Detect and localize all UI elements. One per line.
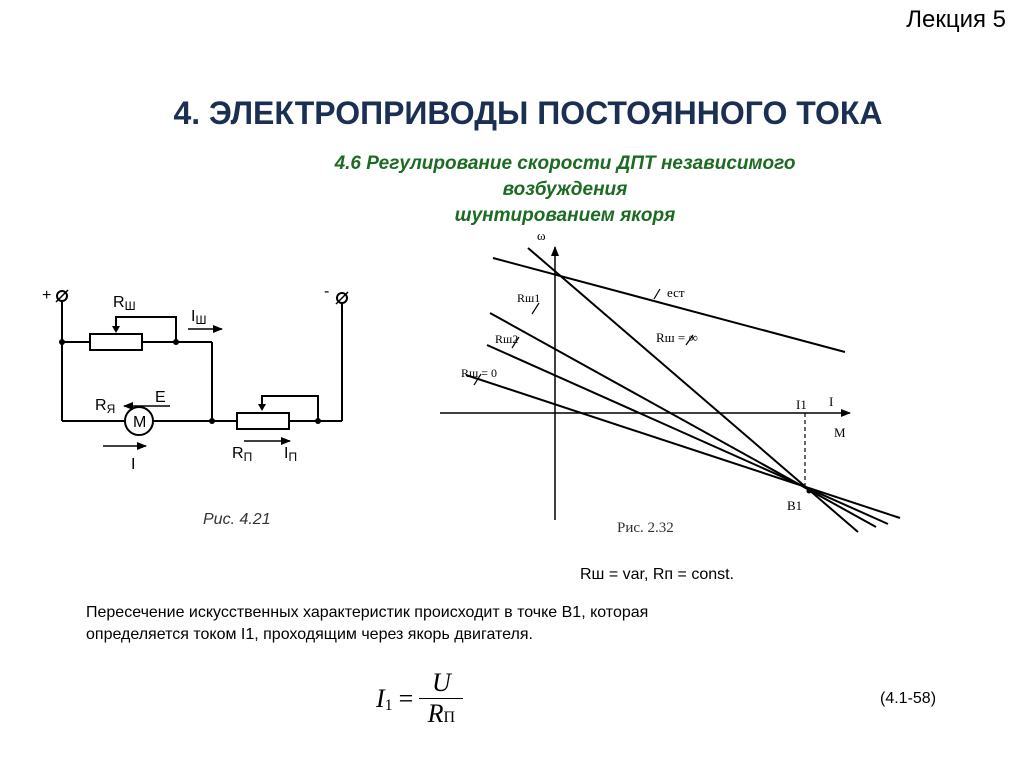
current-label: I [131, 456, 135, 473]
r-anchor-sub: Я [107, 402, 116, 416]
motor-label: M [133, 414, 146, 431]
circuit-caption: Рис. 4.21 [203, 511, 271, 528]
minus-label: - [324, 283, 329, 300]
formula-denominator-sub: П [443, 709, 456, 726]
r-series-sub: П [244, 450, 253, 464]
y-axis-label: ω [537, 228, 546, 243]
svg-text:RШ: RШ [113, 294, 136, 313]
formula: I 1 = U RП [376, 668, 464, 729]
plus-label: + [42, 287, 51, 304]
line-r0 [465, 374, 901, 519]
line-natural [492, 257, 846, 353]
i-shunt-sub: Ш [195, 313, 206, 327]
chart-caption: Рис. 2.32 [617, 520, 674, 536]
r-shunt-sub: Ш [125, 299, 136, 313]
description-paragraph: Пересечение искусственных характеристик … [86, 602, 648, 646]
speed-torque-chart: ω I M I1 B1 ест Rш1 Rш2 Rш = 0 Rш = ∞ Ри… [440, 228, 901, 583]
equation-number: (4.1-58) [880, 690, 937, 707]
lecture-number: Лекция 5 [906, 6, 1006, 33]
svg-text:IШ: IШ [191, 308, 206, 327]
page-title: 4. ЭЛЕКТРОПРИВОДЫ ПОСТОЯННОГО ТОКА [173, 95, 883, 131]
description-line-1: Пересечение искусственных характеристик … [86, 604, 649, 621]
subtitle-line-2: возбуждения [502, 179, 628, 200]
svg-text:RЯ: RЯ [95, 397, 115, 416]
series-resistor-slider [261, 395, 319, 421]
circuit-diagram [55, 289, 349, 436]
description-line-2: определяется током I1, проходящим через … [86, 626, 533, 643]
svg-text:IП: IП [284, 445, 297, 464]
r-series-label: R [232, 445, 244, 462]
formula-equals: = [398, 683, 414, 713]
r-shunt-label: R [113, 294, 125, 311]
intersection-label: B1 [787, 498, 802, 513]
svg-text:RП: RП [232, 445, 252, 464]
subtitle-line-1: 4.6 Регулирование скорости ДПТ независим… [334, 153, 796, 174]
i-series-label: I [284, 445, 288, 462]
line-r0-label: Rш = 0 [461, 366, 497, 380]
formula-lhs: I [376, 683, 385, 713]
line-r-inf-label: Rш = ∞ [656, 330, 698, 345]
line-r2 [486, 344, 889, 525]
line-r-inf [527, 247, 859, 533]
chart-condition: Rш = var, Rп = const. [580, 566, 734, 583]
i-series-sub: П [288, 450, 297, 464]
shunt-resistor [89, 333, 143, 351]
subtitle-line-3: шунтированием якоря [454, 205, 676, 226]
line-r1 [489, 312, 877, 528]
r-anchor-label: R [95, 397, 107, 414]
line-r1-label: Rш1 [517, 291, 540, 305]
x-axis-label-bottom: M [834, 425, 846, 440]
shunt-resistor-slider [115, 316, 177, 342]
line-r2-label: Rш2 [495, 332, 518, 346]
formula-denominator: R [427, 699, 444, 728]
i-shunt-label: I [191, 308, 195, 325]
intersection-point [806, 488, 812, 494]
i1-marker-label: I1 [796, 397, 807, 412]
x-axis-label-top: I [829, 394, 833, 409]
line-natural-label: ест [667, 285, 685, 300]
emf-label: E [155, 389, 166, 406]
series-resistor [236, 412, 290, 430]
formula-numerator: U [431, 668, 451, 697]
formula-lhs-sub: 1 [384, 696, 393, 714]
